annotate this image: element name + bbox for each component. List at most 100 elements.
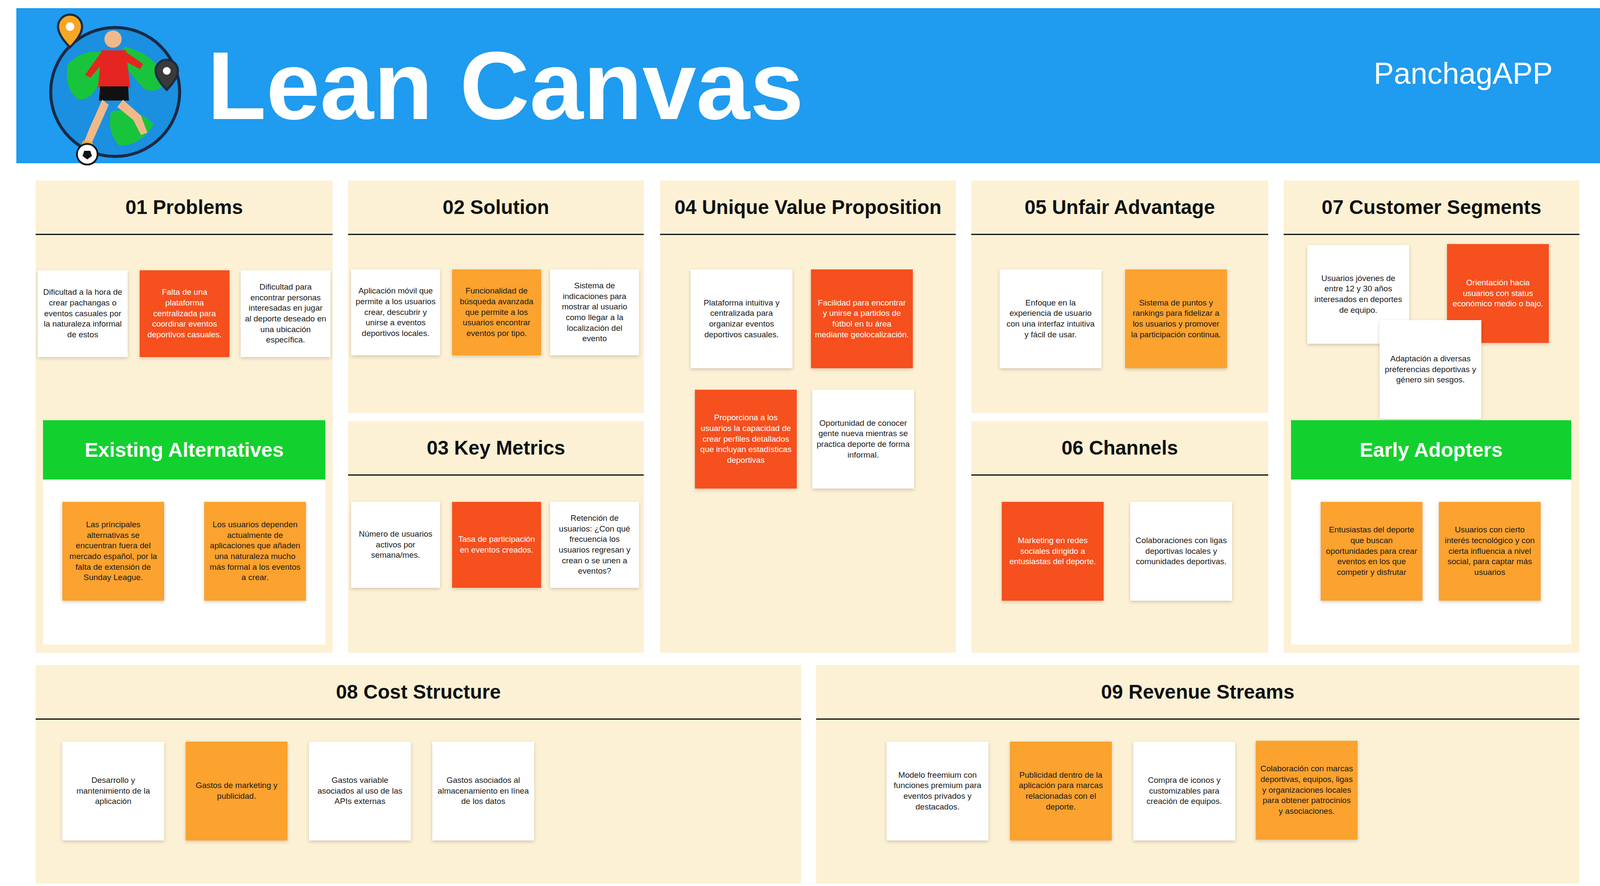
- sticky-note: Número de usuarios activos por semana/me…: [351, 501, 441, 588]
- sticky-note: Sistema de puntos y rankings para fideli…: [1125, 269, 1227, 369]
- note-text: Gastos variable asociados al uso de las …: [312, 775, 407, 808]
- note-text: Dificultad para encontrar personas inter…: [244, 281, 327, 346]
- canvas-section: 01 ProblemsDificultad a la hora de crear…: [35, 180, 333, 653]
- sticky-note: Proporciona a los usuarios la capacidad …: [694, 389, 797, 489]
- brand-wrap: PanchagAPP: [1373, 51, 1553, 96]
- note-text: Gastos de marketing y publicidad.: [189, 780, 284, 802]
- section-heading-wrap: 06 Channels: [975, 421, 1264, 475]
- note-text: Modelo freemium con funciones premium pa…: [890, 770, 985, 813]
- canvas-section: 08 Cost StructureDesarrollo y mantenimie…: [35, 665, 802, 884]
- sticky-note: Gastos variable asociados al uso de las …: [308, 741, 411, 841]
- sticky-note: Gastos de marketing y publicidad.: [185, 741, 288, 841]
- sticky-note: Oportunidad de conocer gente nueva mient…: [812, 389, 915, 489]
- section-heading-wrap: 02 Solution: [352, 180, 640, 234]
- sticky-note: Sistema de indicaciones para mostrar al …: [550, 269, 640, 356]
- sticky-note: Plataforma intuitiva y centralizada para…: [690, 269, 793, 369]
- sticky-note: Falta de una plataforma centralizada par…: [139, 270, 230, 358]
- note-text: Dificultad a la hora de crear pachangas …: [41, 287, 124, 340]
- heading-rule: [35, 233, 333, 236]
- green-header: Existing Alternatives: [42, 420, 326, 480]
- note-text: Los usuarios dependen actualmente de apl…: [208, 519, 303, 584]
- sticky-note: Adaptación a diversas preferencias depor…: [1379, 320, 1482, 420]
- sticky-note: Modelo freemium con funciones premium pa…: [886, 741, 989, 841]
- section-heading: 03 Key Metrics: [426, 437, 566, 459]
- canvas-section: 07 Customer SegmentsUsuarios jóvenes de …: [1283, 180, 1580, 653]
- note-text: Oportunidad de conocer gente nueva mient…: [816, 418, 911, 461]
- section-heading: 04 Unique Value Proposition: [674, 196, 942, 219]
- section-heading: 07 Customer Segments: [1321, 196, 1542, 219]
- canvas-section: 09 Revenue StreamsModelo freemium con fu…: [816, 665, 1580, 884]
- canvas-section: 02 SolutionAplicación móvil que permite …: [348, 180, 644, 414]
- sticky-note: Dificultad para encontrar personas inter…: [240, 270, 331, 358]
- note-text: Usuarios jóvenes de entre 12 y 30 años i…: [1311, 273, 1406, 316]
- heading-rule: [971, 233, 1269, 236]
- section-heading-wrap: 01 Problems: [39, 180, 329, 234]
- note-text: Enfoque en la experiencia de usuario con…: [1003, 297, 1098, 341]
- sticky-note: Colaboraciones con ligas deportivas loca…: [1130, 501, 1233, 601]
- note-text: Orientación hacia usuarios con status ec…: [1450, 277, 1545, 310]
- section-heading: 08 Cost Structure: [336, 681, 501, 704]
- logo-illustration: [37, 12, 193, 168]
- note-text: Marketing en redes sociales dirigido a e…: [1005, 535, 1100, 568]
- section-heading-wrap: 08 Cost Structure: [39, 665, 797, 719]
- note-text: Sistema de puntos y rankings para fideli…: [1128, 297, 1224, 341]
- sub-section: Early AdoptersEntusiastas del deporte qu…: [1291, 420, 1572, 645]
- heading-rule: [35, 718, 802, 720]
- sticky-note: Aplicación móvil que permite a los usuar…: [351, 269, 441, 356]
- heading-rule: [1283, 233, 1580, 236]
- note-text: Facilidad para encontrar y unirse a part…: [814, 297, 909, 341]
- note-text: Colaboraciones con ligas deportivas loca…: [1134, 535, 1229, 568]
- section-heading: 01 Problems: [125, 196, 244, 219]
- note-text: Aplicación móvil que permite a los usuar…: [354, 285, 437, 339]
- note-text: Las principales alternativas se encuentr…: [66, 519, 161, 584]
- sticky-note: Publicidad dentro de la aplicación para …: [1009, 741, 1112, 841]
- sticky-note: Las principales alternativas se encuentr…: [62, 501, 165, 601]
- note-text: Sistema de indicaciones para mostrar al …: [553, 280, 636, 345]
- note-text: Usuarios con cierto interés tecnológico …: [1442, 524, 1537, 578]
- sticky-note: Enfoque en la experiencia de usuario con…: [999, 269, 1102, 369]
- note-text: Tasa de participación en eventos creados…: [455, 534, 538, 556]
- note-text: Adaptación a diversas preferencias depor…: [1383, 353, 1478, 386]
- note-text: Colaboración con marcas deportivas, equi…: [1259, 763, 1354, 817]
- page-title: Lean Canvas: [207, 37, 804, 135]
- heading-rule: [816, 718, 1580, 720]
- header-band: Lean Canvas PanchagAPP: [16, 8, 1600, 164]
- section-heading: 05 Unfair Advantage: [1024, 196, 1215, 219]
- sticky-note: Usuarios con cierto interés tecnológico …: [1438, 501, 1541, 601]
- canvas-section: 06 ChannelsMarketing en redes sociales d…: [971, 421, 1269, 653]
- heading-rule: [348, 233, 644, 236]
- note-text: Número de usuarios activos por semana/me…: [354, 529, 437, 561]
- canvas-section: 05 Unfair AdvantageEnfoque en la experie…: [971, 180, 1269, 414]
- sticky-note: Funcionalidad de búsqueda avanzada que p…: [452, 269, 542, 356]
- section-heading: 02 Solution: [442, 196, 550, 219]
- sticky-note: Gastos asociados al almacenamiento en lí…: [432, 741, 535, 841]
- section-heading: 06 Channels: [1061, 437, 1178, 459]
- band-heading: Existing Alternatives: [84, 438, 284, 462]
- note-text: Compra de iconos y customizables para cr…: [1137, 775, 1232, 808]
- sticky-note: Los usuarios dependen actualmente de apl…: [204, 501, 306, 601]
- note-text: Plataforma intuitiva y centralizada para…: [694, 297, 789, 341]
- sticky-note: Colaboración con marcas deportivas, equi…: [1255, 740, 1358, 840]
- band-heading: Early Adopters: [1359, 438, 1503, 462]
- note-text: Gastos asociados al almacenamiento en lí…: [436, 775, 531, 808]
- section-heading-wrap: 03 Key Metrics: [352, 421, 640, 475]
- note-text: Entusiastas del deporte que buscan oport…: [1324, 524, 1419, 578]
- section-heading-wrap: 04 Unique Value Proposition: [664, 180, 952, 234]
- note-text: Proporciona a los usuarios la capacidad …: [698, 412, 793, 466]
- sticky-note: Tasa de participación en eventos creados…: [452, 501, 542, 588]
- note-text: Retención de usuarios: ¿Con qué frecuenc…: [553, 513, 636, 577]
- sub-section: Existing AlternativesLas principales alt…: [42, 420, 326, 645]
- green-header: Early Adopters: [1291, 420, 1572, 480]
- canvas-section: 04 Unique Value PropositionPlataforma in…: [660, 180, 956, 653]
- brand-name: PanchagAPP: [1373, 58, 1553, 89]
- heading-rule: [348, 474, 644, 476]
- section-heading: 09 Revenue Streams: [1101, 681, 1295, 704]
- note-text: Falta de una plataforma centralizada par…: [143, 287, 226, 340]
- heading-rule: [660, 233, 956, 236]
- sticky-note: Marketing en redes sociales dirigido a e…: [1001, 501, 1104, 601]
- sticky-note: Entusiastas del deporte que buscan oport…: [1320, 501, 1423, 601]
- sticky-note: Compra de iconos y customizables para cr…: [1133, 741, 1236, 841]
- section-heading-wrap: 09 Revenue Streams: [820, 665, 1576, 719]
- note-text: Publicidad dentro de la aplicación para …: [1013, 770, 1108, 813]
- note-text: Funcionalidad de búsqueda avanzada que p…: [455, 285, 538, 339]
